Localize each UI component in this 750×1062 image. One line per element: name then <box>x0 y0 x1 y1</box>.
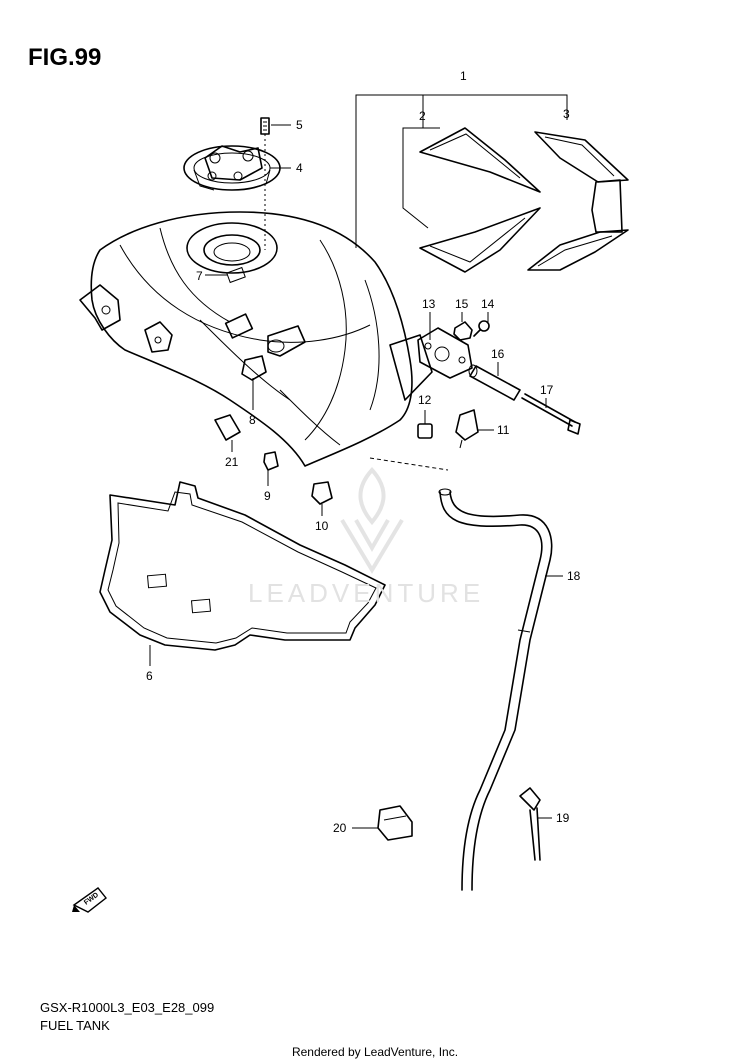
callout-5: 5 <box>296 118 303 132</box>
callout-4: 4 <box>296 161 303 175</box>
fuel-tank-body <box>79 211 433 467</box>
forward-direction-arrow-icon: FWD <box>72 887 107 913</box>
callout-10: 10 <box>315 519 329 533</box>
fuel-plate-part <box>417 327 473 379</box>
callout-12: 12 <box>418 393 432 407</box>
callout-16: 16 <box>491 347 505 361</box>
callout-9: 9 <box>264 489 271 503</box>
connection-guide-line <box>369 457 449 471</box>
callout-11: 11 <box>497 423 510 437</box>
callout-3: 3 <box>563 107 570 121</box>
drain-hose-part <box>438 488 553 891</box>
hose-clip-part <box>377 805 413 841</box>
clip-part <box>263 451 279 471</box>
sensor-part <box>455 409 479 449</box>
callout-21: 21 <box>225 455 239 469</box>
callout-labels: 1 2 3 4 5 6 7 8 9 10 11 12 13 14 15 16 1… <box>146 69 581 835</box>
decal-set-bracket <box>355 94 568 248</box>
callout-1: 1 <box>460 69 467 83</box>
grommet-small-part <box>417 423 433 439</box>
callout-17: 17 <box>540 383 554 397</box>
watermark-logo-icon <box>340 467 404 574</box>
tank-seal-gasket-part <box>99 481 386 651</box>
section-name: FUEL TANK <box>40 1018 110 1033</box>
callout-8: 8 <box>249 413 256 427</box>
callout-7: 7 <box>196 269 203 283</box>
callout-15: 15 <box>455 297 469 311</box>
watermark-text: LEADVENTURE <box>248 578 485 608</box>
callout-20: 20 <box>333 821 347 835</box>
clamp-tie-part <box>519 787 541 861</box>
footer-credit: Rendered by LeadVenture, Inc. <box>291 1045 459 1059</box>
callout-6: 6 <box>146 669 153 683</box>
callout-19: 19 <box>556 811 570 825</box>
leader-lines <box>149 124 563 829</box>
pipe-part <box>468 364 521 401</box>
model-code: GSX-R1000L3_E03_E28_099 <box>40 1000 215 1015</box>
decal-left-part <box>419 127 541 273</box>
callout-2: 2 <box>419 109 426 123</box>
screw-part <box>473 320 490 337</box>
callout-14: 14 <box>481 297 495 311</box>
decal-right-part <box>527 131 629 271</box>
fuel-pump-assembly <box>183 145 281 191</box>
long-bolt-part <box>521 393 581 435</box>
figure-title: FIG.99 <box>28 44 102 71</box>
nut-part <box>453 321 473 341</box>
callout-18: 18 <box>567 569 581 583</box>
cushion-part <box>311 481 333 505</box>
callout-13: 13 <box>422 297 436 311</box>
pad-part <box>214 414 241 441</box>
